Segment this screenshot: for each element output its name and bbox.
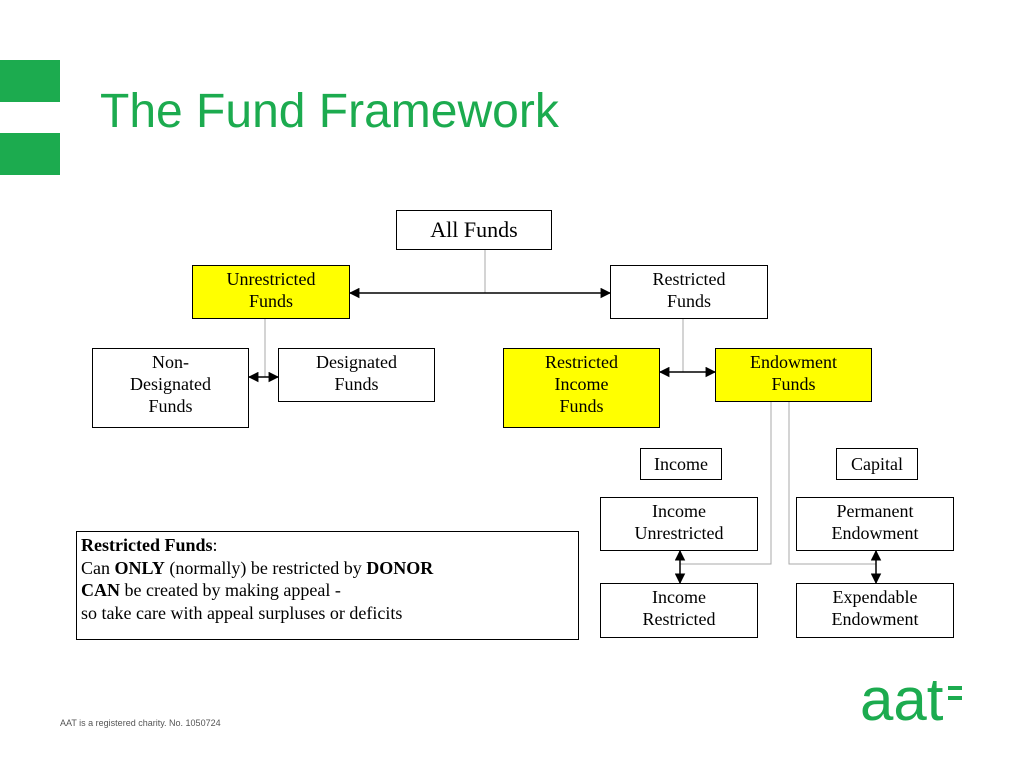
expendable-endowment-label: Expendable Endowment <box>831 587 919 629</box>
note-heading: Restricted Funds <box>81 535 213 555</box>
connector-endowment-income <box>680 401 772 565</box>
note-heading-colon: : <box>212 535 218 555</box>
note-line3-b: be created by making appeal - <box>120 580 341 600</box>
designated-funds-box: Designated Funds <box>278 348 435 402</box>
endowment-funds-box: Endowment Funds <box>715 348 872 402</box>
permanent-endowment-label: Permanent Endowment <box>831 501 919 543</box>
note-line2-d: DONOR <box>366 557 434 578</box>
income-restricted-label: Income Restricted <box>642 587 716 629</box>
capital-tag-box: Capital <box>836 448 918 480</box>
all-funds-box: All Funds <box>396 210 552 250</box>
note-line3-a: CAN <box>81 580 120 600</box>
slide-title: The Fund Framework <box>100 85 559 138</box>
green-accent-bar-bottom <box>0 133 60 175</box>
svg-text:aat: aat <box>860 670 944 730</box>
note-line2-a: Can <box>81 557 115 578</box>
note-line-2: Can ONLY (normally) be restricted by DON… <box>81 557 574 580</box>
income-unrestricted-box: Income Unrestricted <box>600 497 758 551</box>
green-accent-bar-top <box>0 60 60 102</box>
note-line2-b: ONLY <box>114 557 165 578</box>
restricted-funds-note: Restricted Funds: Can ONLY (normally) be… <box>76 531 579 640</box>
non-designated-funds-box: Non- Designated Funds <box>92 348 249 428</box>
restricted-funds-box: Restricted Funds <box>610 265 768 319</box>
note-line-4: so take care with appeal surpluses or de… <box>81 602 403 623</box>
restricted-income-funds-box: Restricted Income Funds <box>503 348 660 428</box>
endowment-funds-label: Endowment Funds <box>750 352 837 394</box>
income-restricted-box: Income Restricted <box>600 583 758 638</box>
income-tag-label: Income <box>654 454 708 474</box>
expendable-endowment-box: Expendable Endowment <box>796 583 954 638</box>
income-tag-box: Income <box>640 448 722 480</box>
capital-tag-label: Capital <box>851 454 903 474</box>
restricted-funds-label: Restricted Funds <box>652 269 726 311</box>
unrestricted-funds-box: Unrestricted Funds <box>192 265 350 319</box>
unrestricted-funds-label: Unrestricted Funds <box>226 269 316 311</box>
permanent-endowment-box: Permanent Endowment <box>796 497 954 551</box>
non-designated-funds-label: Non- Designated Funds <box>130 352 211 416</box>
note-line2-c: (normally) be restricted by <box>164 557 367 578</box>
note-line-1: Restricted Funds: <box>81 534 574 557</box>
connector-endowment-capital <box>788 401 876 565</box>
note-line-3: CAN be created by making appeal - <box>81 579 574 602</box>
charity-footer: AAT is a registered charity. No. 1050724 <box>60 718 221 728</box>
all-funds-label: All Funds <box>430 217 518 242</box>
restricted-income-funds-label: Restricted Income Funds <box>545 352 618 416</box>
income-unrestricted-label: Income Unrestricted <box>634 501 724 543</box>
designated-funds-label: Designated Funds <box>316 352 397 394</box>
aat-logo: aat <box>860 670 962 730</box>
